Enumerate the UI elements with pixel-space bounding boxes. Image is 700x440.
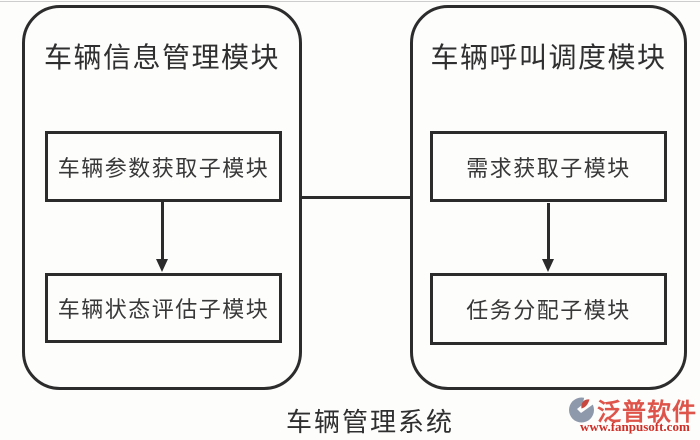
subbox-label: 车辆参数获取子模块 <box>57 155 270 181</box>
crop-edge-line <box>0 1 700 2</box>
diagram-caption: 车辆管理系统 <box>285 407 454 437</box>
subbox-demand-acquisition: 需求获取子模块 <box>430 131 667 202</box>
module-title: 车辆呼叫调度模块 <box>430 42 667 73</box>
subbox-label: 车辆状态评估子模块 <box>57 297 270 322</box>
module-vehicle-info-management: 车辆信息管理模块 车辆参数获取子模块 车辆状态评估子模块 <box>22 5 302 390</box>
left-arrow-line <box>161 202 164 260</box>
fanpu-brand-text: 泛普软件 <box>597 399 697 426</box>
module-vehicle-call-dispatch: 车辆呼叫调度模块 需求获取子模块 任务分配子模块 <box>410 5 687 390</box>
fanpu-watermark: 泛普软件 www.fanpusoft.com <box>565 391 700 439</box>
subbox-label: 任务分配子模块 <box>466 298 631 323</box>
left-arrowhead-icon <box>156 259 168 272</box>
right-arrowhead-icon <box>542 259 554 272</box>
fanpu-logo-icon <box>569 396 595 423</box>
fanpu-url-text: www.fanpusoft.com <box>580 419 690 434</box>
subbox-label: 需求获取子模块 <box>466 155 631 181</box>
module-title: 车辆信息管理模块 <box>43 42 280 73</box>
right-arrow-line <box>547 203 550 260</box>
subbox-vehicle-parameter-acquisition: 车辆参数获取子模块 <box>45 131 282 202</box>
module-connector-line <box>300 196 410 199</box>
subbox-vehicle-status-evaluation: 车辆状态评估子模块 <box>45 273 282 343</box>
subbox-task-assignment: 任务分配子模块 <box>430 273 667 345</box>
